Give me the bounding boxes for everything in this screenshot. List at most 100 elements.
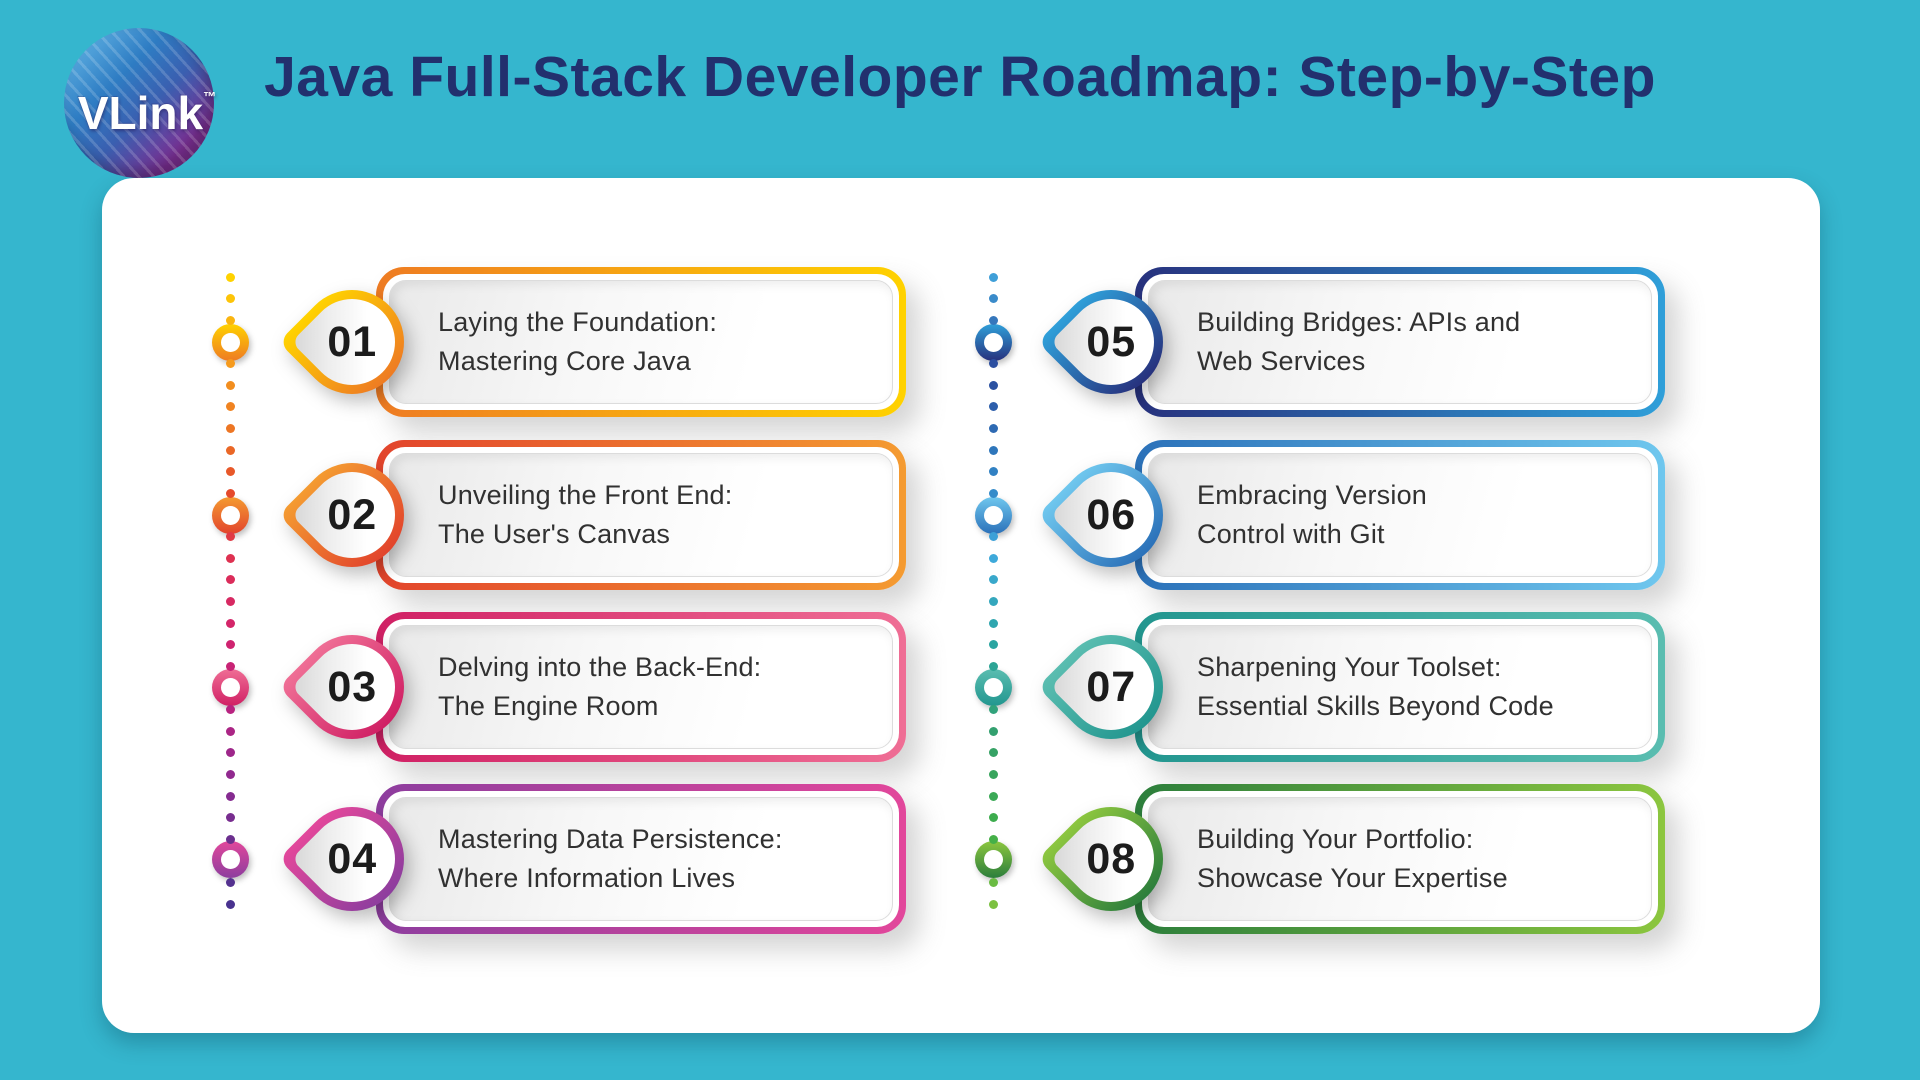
timeline-dot [225, 769, 235, 779]
badge-border: 08 [1037, 785, 1185, 933]
timeline-ring [974, 840, 1012, 878]
step-title: Laying the Foundation: Mastering Core Jav… [438, 303, 717, 381]
step-number: 02 [327, 490, 377, 539]
card-panel: Sharpening Your Toolset: Essential Skills… [1148, 625, 1652, 749]
timeline-dot [225, 402, 235, 412]
step-number-badge: 08 [1037, 785, 1185, 933]
timeline-dot [988, 553, 998, 563]
card-inner: Mastering Data Persistence:Where Informa… [383, 791, 899, 927]
timeline-dot [225, 596, 235, 606]
badge-border: 05 [1037, 268, 1185, 416]
card-inner: Delving into the Back-End: The Engine Roo… [383, 619, 899, 755]
step-title: Unveiling the Front End:The User's Canva… [438, 476, 732, 554]
step-title-line2: Web Services [1197, 346, 1366, 376]
timeline-dot [225, 423, 235, 433]
badge-border: 02 [278, 441, 426, 589]
timeline-dot [988, 272, 998, 282]
step-title-line1: Delving into the Back-End: [438, 652, 762, 682]
step-title-line2: The User's Canvas [438, 519, 671, 549]
timeline-ring [211, 323, 249, 361]
step-number-badge: 04 [278, 785, 426, 933]
timeline-dot [225, 532, 235, 541]
step-number: 05 [1086, 317, 1136, 366]
badge-face: 03 [291, 626, 413, 748]
timeline-dot [225, 294, 235, 304]
timeline-ring [211, 668, 249, 706]
timeline-dot [988, 532, 998, 541]
step-title-line1: Mastering Data Persistence: [438, 824, 783, 854]
card-panel: Unveiling the Front End:The User's Canva… [389, 453, 893, 577]
timeline-dot [225, 445, 235, 455]
timeline-ring [974, 668, 1012, 706]
timeline-dot [988, 359, 998, 368]
badge-face: 01 [291, 281, 413, 403]
timeline-dot [988, 899, 998, 909]
timeline-dot [225, 315, 235, 325]
timeline-dot [988, 748, 998, 758]
timeline-dot [988, 726, 998, 736]
timeline-dot [988, 467, 998, 477]
timeline-dot [225, 272, 235, 282]
step-number-badge: 07 [1037, 613, 1185, 761]
card-inner: Unveiling the Front End:The User's Canva… [383, 447, 899, 583]
timeline-dot [225, 661, 235, 671]
step-number-badge: 03 [278, 613, 426, 761]
timeline-dot [225, 575, 235, 585]
step-title-line1: Sharpening Your Toolset: [1197, 652, 1502, 682]
step-number: 08 [1086, 834, 1136, 883]
card-inner: Laying the Foundation: Mastering Core Jav… [383, 274, 899, 410]
timeline-dot [988, 769, 998, 779]
step-title-line2: Essential Skills Beyond Code [1197, 691, 1554, 721]
step-card: Delving into the Back-End: The Engine Roo… [376, 612, 906, 762]
card-panel: Mastering Data Persistence:Where Informa… [389, 797, 893, 921]
badge-border: 07 [1037, 613, 1185, 761]
step-title-line1: Laying the Foundation: [438, 307, 718, 337]
timeline-ring [974, 496, 1012, 534]
step-title: Delving into the Back-End: The Engine Roo… [438, 648, 761, 726]
timeline-dot [988, 705, 998, 714]
step-number-badge: 01 [278, 268, 426, 416]
timeline-dot [988, 661, 998, 671]
step-number-badge: 05 [1037, 268, 1185, 416]
timeline-dot [988, 878, 998, 887]
timeline-dot [225, 834, 235, 844]
page-title: Java Full-Stack Developer Roadmap: Step-… [264, 45, 1656, 109]
step-title-line2: Mastering Core Java [438, 346, 691, 376]
step-number: 04 [327, 834, 377, 883]
timeline-dot [988, 488, 998, 498]
timeline-dot [988, 575, 998, 585]
badge-border: 03 [278, 613, 426, 761]
badge-face: 06 [1050, 454, 1172, 576]
timeline-dot [225, 640, 235, 650]
timeline-dot [988, 402, 998, 412]
step-title: Building Your Portfolio: Showcase Your Ex… [1197, 820, 1508, 898]
logo-text: VLink™ [77, 87, 217, 139]
step-number: 01 [327, 317, 377, 366]
timeline-dot [225, 878, 235, 887]
step-number: 07 [1086, 662, 1136, 711]
timeline-dot [988, 640, 998, 650]
card-inner: Sharpening Your Toolset: Essential Skills… [1142, 619, 1658, 755]
badge-face: 07 [1050, 626, 1172, 748]
step-title-line2: Showcase Your Expertise [1197, 863, 1508, 893]
timeline-dot [225, 553, 235, 563]
timeline-dot [225, 380, 235, 390]
timeline-dot [225, 488, 235, 498]
timeline-dot [988, 618, 998, 628]
timeline-dot [225, 618, 235, 628]
step-title-line2: The Engine Room [438, 691, 659, 721]
badge-border: 06 [1037, 441, 1185, 589]
timeline-dot [225, 467, 235, 477]
timeline-dot [988, 596, 998, 606]
step-title-line1: Building Your Portfolio: [1197, 824, 1474, 854]
step-card: Laying the Foundation: Mastering Core Jav… [376, 267, 906, 417]
timeline-dot [225, 813, 235, 823]
